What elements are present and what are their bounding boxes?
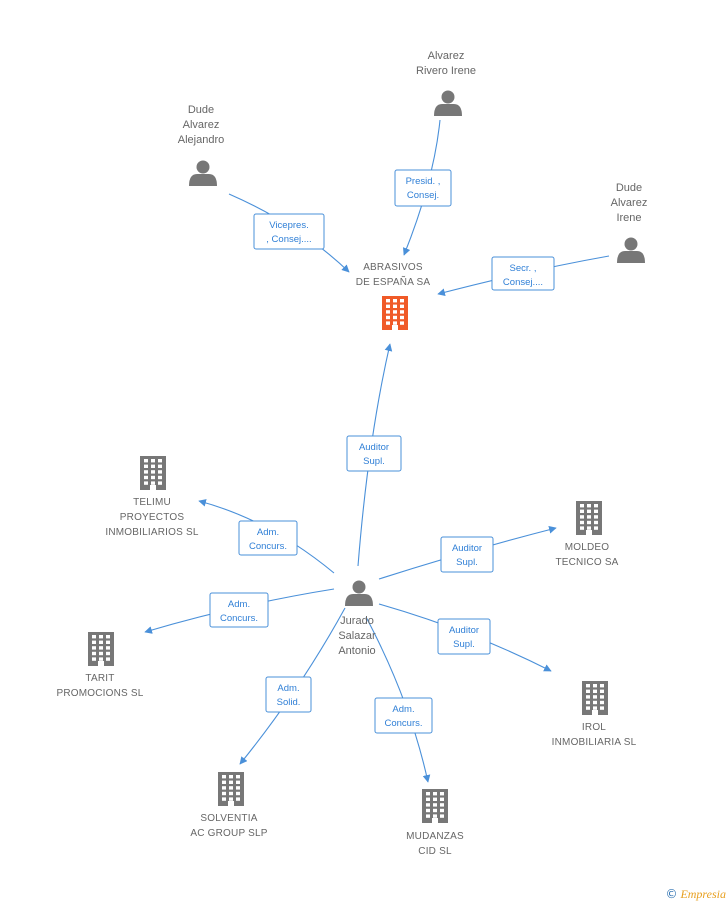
edge-label[interactable]: Presid. , Consej.: [394, 169, 452, 207]
building-icon: [576, 501, 602, 535]
person-icon: [434, 90, 462, 116]
edge-label-text: Vicepres.: [269, 220, 308, 231]
edge-label-box: [265, 676, 312, 713]
edge-label-box: [437, 618, 491, 655]
edge-label-text: Presid. ,: [406, 176, 441, 187]
node-label: PROMOCIONS SL: [56, 688, 143, 699]
edge-label-box: [253, 213, 325, 250]
node-label: INMOBILIARIA SL: [552, 737, 637, 748]
node-mudanzas[interactable]: MUDANZAS CID SL: [406, 789, 464, 857]
node-label: Antonio: [338, 645, 375, 657]
node-telimu[interactable]: TELIMU PROYECTOS INMOBILIARIOS SL: [105, 456, 199, 538]
edge-label-text: Solid.: [277, 697, 301, 708]
edge-label-text: Secr. ,: [510, 263, 537, 274]
node-label: Irene: [616, 212, 641, 224]
node-label: SOLVENTIA: [200, 813, 257, 824]
node-label: TECNICO SA: [555, 557, 618, 568]
copyright-symbol: ©: [665, 887, 678, 901]
edge-label-text: Adm.: [277, 683, 299, 694]
node-label: CID SL: [418, 846, 452, 857]
node-label: Dude: [616, 182, 642, 194]
node-label: Jurado: [340, 615, 374, 627]
node-solventia[interactable]: SOLVENTIA AC GROUP SLP: [190, 772, 268, 839]
edge-label-text: Consej....: [503, 277, 543, 288]
person-icon: [189, 160, 217, 186]
building-icon: [140, 456, 166, 490]
node-label: TARIT: [85, 673, 114, 684]
node-moldeo[interactable]: MOLDEO TECNICO SA: [555, 501, 618, 568]
person-icon: [345, 580, 373, 606]
edge-label[interactable]: Adm. Concurs.: [374, 697, 433, 734]
footer-brand[interactable]: ©Empresia: [665, 887, 726, 902]
edge-label-box: [491, 256, 555, 291]
node-label: Alvarez: [611, 197, 648, 209]
edge-label-text: Adm.: [228, 599, 250, 610]
node-label: PROYECTOS: [120, 512, 185, 523]
edge-label-box: [238, 520, 298, 556]
edge-label-text: Adm.: [257, 527, 279, 538]
building-icon: [422, 789, 448, 823]
edge-label-text: Adm.: [392, 704, 414, 715]
building-icon: [382, 296, 408, 330]
node-label: Rivero Irene: [416, 65, 476, 77]
edge-label-text: Supl.: [453, 639, 475, 650]
edge-label-box: [374, 697, 433, 734]
edge-label-text: Auditor: [359, 442, 389, 453]
node-label: INMOBILIARIOS SL: [105, 527, 198, 538]
edge-label-text: Concurs.: [249, 541, 287, 552]
edge-labels-layer: Presid. , Consej. Vicepres. , Consej.... Sec…: [209, 169, 555, 734]
node-label: MOLDEO: [565, 542, 610, 553]
node-label: Salazar: [338, 630, 376, 642]
edge-label-text: Concurs.: [384, 718, 422, 729]
edge-label-text: Supl.: [456, 557, 478, 568]
edge-label[interactable]: Adm. Concurs.: [238, 520, 298, 556]
edge-label[interactable]: Vicepres. , Consej....: [253, 213, 325, 250]
edge-label-box: [440, 536, 494, 573]
building-icon: [218, 772, 244, 806]
node-label: TELIMU: [133, 497, 171, 508]
edge-label[interactable]: Secr. , Consej....: [491, 256, 555, 291]
edge-label[interactable]: Adm. Concurs.: [209, 592, 269, 628]
brand-name: Empresia: [680, 887, 726, 901]
edge-label-box: [209, 592, 269, 628]
node-abrasivos[interactable]: ABRASIVOS DE ESPAÑA SA: [356, 262, 431, 330]
node-label: Dude: [188, 104, 214, 116]
edge-label-box: [346, 435, 402, 472]
edge-label-text: Supl.: [363, 456, 385, 467]
node-label: AC GROUP SLP: [190, 828, 267, 839]
edge-label-text: Consej.: [407, 190, 439, 201]
node-label: ABRASIVOS: [363, 262, 423, 273]
edge-label[interactable]: Adm. Solid.: [265, 676, 312, 713]
building-icon: [582, 681, 608, 715]
node-tarit[interactable]: TARIT PROMOCIONS SL: [56, 632, 144, 699]
building-icon: [88, 632, 114, 666]
edge-label-text: , Consej....: [266, 234, 311, 245]
node-label: IROL: [582, 722, 606, 733]
node-label: Alejandro: [178, 134, 224, 146]
edge-label-text: Auditor: [452, 543, 482, 554]
node-label: MUDANZAS: [406, 831, 464, 842]
node-label: DE ESPAÑA SA: [356, 275, 431, 288]
edge-label-text: Concurs.: [220, 613, 258, 624]
node-label: Alvarez: [428, 50, 465, 62]
edge-label-text: Auditor: [449, 625, 479, 636]
person-icon: [617, 237, 645, 263]
edge-label-box: [394, 169, 452, 207]
node-irol[interactable]: IROL INMOBILIARIA SL: [552, 681, 637, 748]
node-label: Alvarez: [183, 119, 220, 131]
